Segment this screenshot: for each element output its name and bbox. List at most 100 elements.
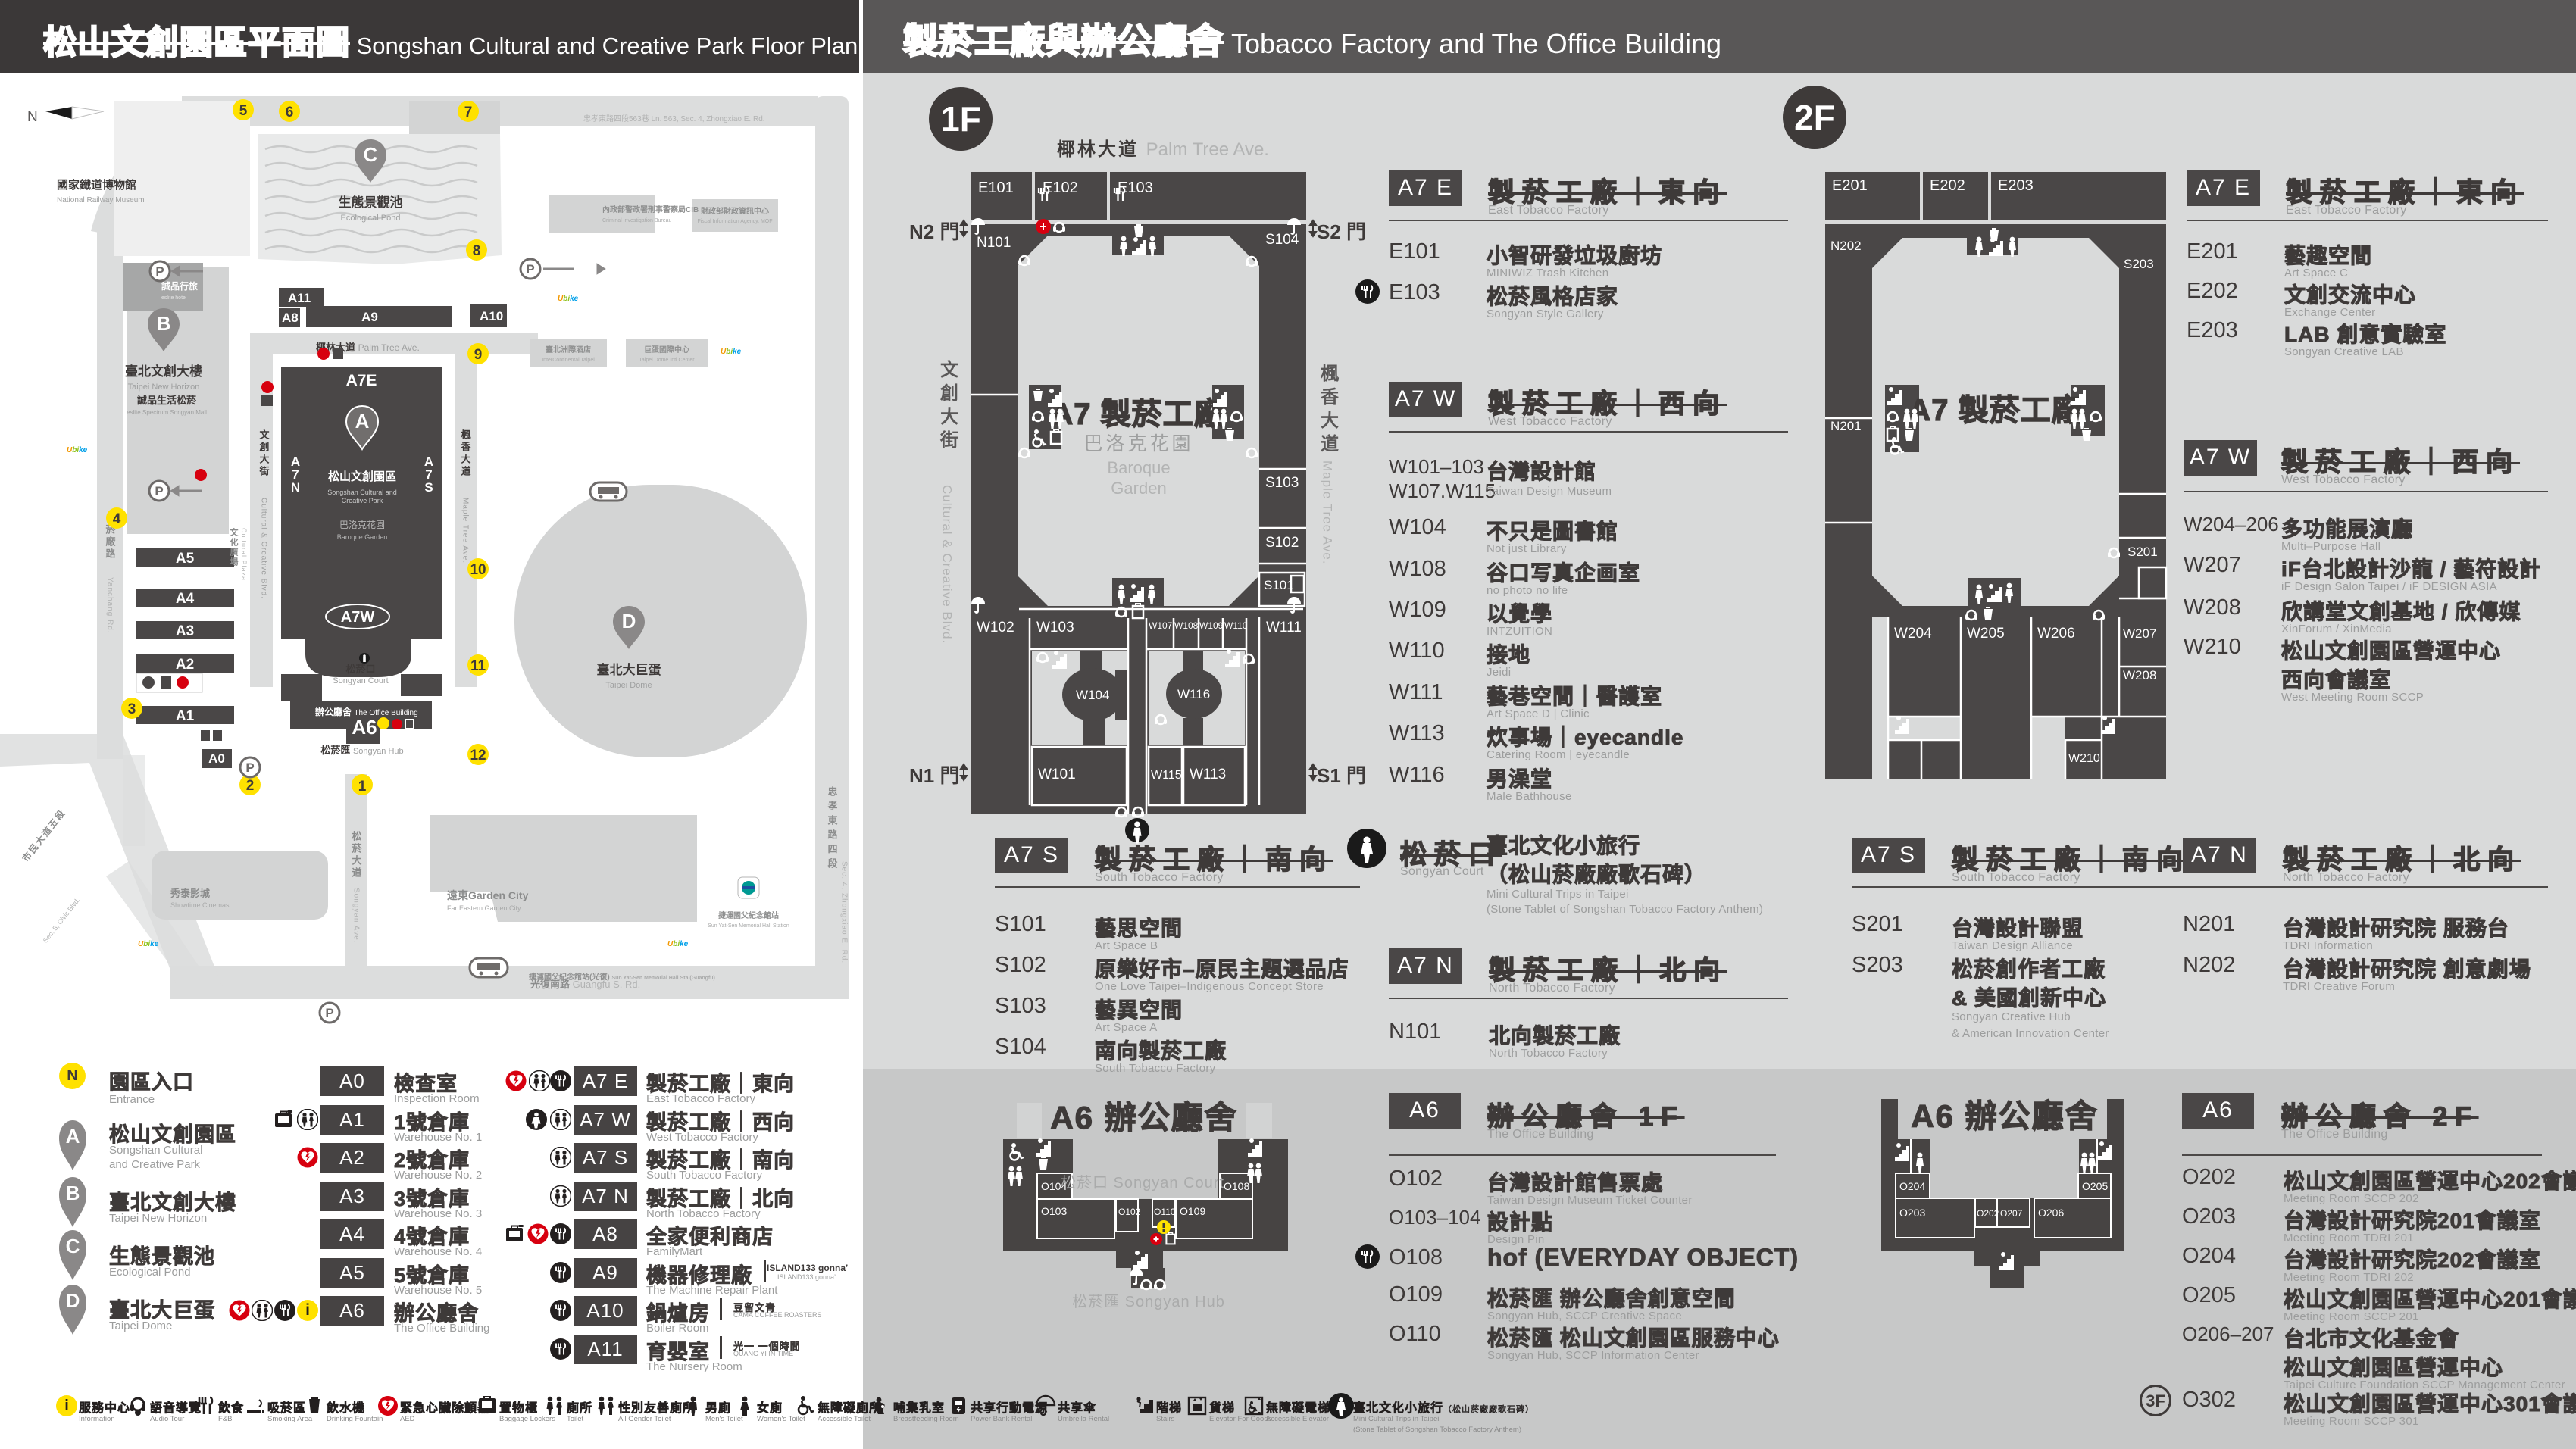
svg-text:B: B	[66, 1182, 80, 1204]
svg-text:誠品生活松菸: 誠品生活松菸	[137, 395, 197, 406]
svg-text:文化廣場: 文化廣場	[229, 527, 239, 567]
svg-text:Baroque: Baroque	[1107, 458, 1170, 477]
svg-text:W109: W109	[1199, 620, 1224, 631]
svg-text:Ubike: Ubike	[67, 446, 88, 454]
svg-text:A7W: A7W	[341, 609, 375, 626]
svg-text:巴洛克花園: 巴洛克花園	[1083, 433, 1193, 454]
svg-text:生態景觀池: 生態景觀池	[339, 195, 403, 210]
svg-text:B: B	[157, 312, 171, 335]
svg-text:Yanchang Rd.: Yanchang Rd.	[106, 577, 114, 634]
svg-text:O207: O207	[2000, 1208, 2023, 1219]
svg-text:N2 門: N2 門	[909, 220, 959, 243]
svg-text:Taipei Dome: Taipei Dome	[605, 681, 652, 690]
svg-text:N201: N201	[1830, 419, 1862, 433]
svg-text:Criminal Investigation Bureau: Criminal Investigation Bureau	[602, 218, 672, 223]
svg-text:W210: W210	[2068, 752, 2100, 765]
svg-text:E203: E203	[1998, 177, 2034, 194]
svg-text:Songshan Cultural and: Songshan Cultural and	[327, 489, 397, 496]
svg-text:忠孝東路四段563巷 Ln. 563, Sec. 4, Zh: 忠孝東路四段563巷 Ln. 563, Sec. 4, Zhongxiao E.…	[583, 114, 765, 123]
svg-text:eslite Spectrum Songyan Mall: eslite Spectrum Songyan Mall	[127, 409, 207, 416]
svg-text:4: 4	[113, 511, 121, 527]
svg-text:O203: O203	[1899, 1207, 1925, 1219]
svg-text:S103: S103	[1265, 475, 1299, 491]
svg-text:捷運國父紀念館站: 捷運國父紀念館站	[718, 910, 779, 920]
svg-text:臺北洲際酒店: 臺北洲際酒店	[546, 345, 591, 354]
svg-text:W115: W115	[1151, 769, 1182, 782]
svg-text:W107: W107	[1149, 620, 1173, 631]
svg-text:O202: O202	[1977, 1208, 1999, 1219]
svg-text:3: 3	[128, 701, 136, 717]
svg-text:Cultural Plaza: Cultural Plaza	[240, 528, 248, 581]
svg-text:Cultural & Creative Blvd.: Cultural & Creative Blvd.	[940, 485, 955, 644]
svg-text:市民大道五段: 市民大道五段	[20, 807, 68, 863]
svg-text:InterContinental Taipei: InterContinental Taipei	[542, 358, 595, 363]
svg-text:N101: N101	[977, 235, 1011, 251]
svg-text:C: C	[364, 143, 378, 166]
svg-text:內政部警政署刑事警察局CIB: 內政部警政署刑事警察局CIB	[602, 205, 699, 214]
svg-text:7: 7	[464, 105, 473, 120]
svg-text:S101: S101	[1264, 578, 1294, 592]
svg-text:W101: W101	[1038, 767, 1076, 782]
svg-text:9: 9	[474, 347, 483, 363]
svg-text:P: P	[155, 484, 163, 498]
svg-text:巨蛋國際中心: 巨蛋國際中心	[644, 345, 689, 354]
svg-text:N1 門: N1 門	[909, 764, 959, 787]
svg-text:O102: O102	[1118, 1207, 1141, 1217]
svg-text:國家鐵道博物館: 國家鐵道博物館	[57, 178, 136, 192]
svg-text:臺北文創大樓: 臺北文創大樓	[125, 364, 202, 379]
svg-text:10: 10	[470, 562, 486, 578]
svg-text:巴洛克花園: 巴洛克花園	[339, 519, 385, 530]
svg-text:A2: A2	[176, 657, 194, 673]
svg-text:W206: W206	[2037, 626, 2075, 642]
svg-text:2: 2	[246, 778, 255, 794]
svg-text:楓香大道: 楓香大道	[460, 429, 472, 478]
svg-text:松菸大道: 松菸大道	[351, 830, 362, 879]
svg-text:W207: W207	[2123, 626, 2156, 641]
svg-text:Sun Yat-Sen Memorial Hall Stat: Sun Yat-Sen Memorial Hall Station	[708, 923, 789, 929]
svg-text:Maple Tree Ave.: Maple Tree Ave.	[461, 498, 470, 564]
svg-text:W205: W205	[1967, 626, 2005, 642]
svg-text:C: C	[66, 1235, 80, 1257]
svg-text:S102: S102	[1265, 535, 1299, 551]
svg-text:誠品行旅: 誠品行旅	[161, 280, 198, 292]
svg-text:A11: A11	[288, 291, 311, 305]
svg-text:A7S: A7S	[424, 454, 433, 495]
svg-text:Sec. 5, Civic Blvd.: Sec. 5, Civic Blvd.	[42, 896, 82, 944]
svg-text:O110: O110	[1154, 1207, 1176, 1217]
svg-text:松菸口: 松菸口	[345, 664, 375, 675]
svg-text:6: 6	[286, 105, 294, 120]
svg-text:S1 門: S1 門	[1317, 764, 1366, 787]
svg-text:A4: A4	[176, 591, 195, 607]
svg-text:文創大街: 文創大街	[258, 429, 270, 478]
svg-text:P: P	[325, 1006, 333, 1020]
svg-text:Garden: Garden	[1111, 479, 1166, 498]
svg-text:椰林大道 Palm Tree Ave.: 椰林大道 Palm Tree Ave.	[316, 342, 420, 353]
svg-text:辦公廳舍 The Office Building: 辦公廳舍 The Office Building	[315, 706, 418, 717]
svg-text:A5: A5	[176, 551, 195, 567]
svg-text:W204: W204	[1894, 626, 1932, 642]
svg-text:W102: W102	[977, 620, 1014, 635]
svg-text:Cultural & Creative Blvd.: Cultural & Creative Blvd.	[260, 498, 268, 599]
svg-text:A1: A1	[176, 708, 195, 724]
svg-text:D: D	[66, 1289, 80, 1312]
svg-text:5: 5	[239, 103, 248, 119]
svg-text:N: N	[27, 109, 38, 125]
svg-text:W108: W108	[1174, 620, 1199, 631]
svg-text:O103: O103	[1041, 1205, 1067, 1217]
svg-text:E201: E201	[1832, 177, 1868, 194]
svg-text:A0: A0	[208, 751, 225, 766]
svg-text:A6: A6	[352, 716, 377, 739]
svg-text:Sec. 4, Zhongxiao E. Rd.: Sec. 4, Zhongxiao E. Rd.	[840, 861, 849, 963]
svg-text:松山文創園區: 松山文創園區	[328, 470, 396, 483]
svg-text:A6 辦公廳舍: A6 辦公廳舍	[1911, 1098, 2098, 1134]
svg-text:椰林大道 Palm Tree Ave.: 椰林大道 Palm Tree Ave.	[1057, 139, 1269, 160]
svg-text:A8: A8	[282, 311, 299, 325]
svg-text:11: 11	[470, 658, 486, 674]
svg-text:楓香大道: 楓香大道	[1318, 364, 1339, 457]
svg-text:Ubike: Ubike	[558, 295, 579, 303]
svg-text:Far Eastern Garden City: Far Eastern Garden City	[447, 904, 521, 912]
svg-text:A6 辦公廳舍: A6 辦公廳舍	[1050, 1100, 1237, 1135]
svg-text:E102: E102	[1043, 180, 1078, 196]
svg-text:1: 1	[358, 779, 367, 795]
svg-text:S2 門: S2 門	[1317, 220, 1366, 243]
